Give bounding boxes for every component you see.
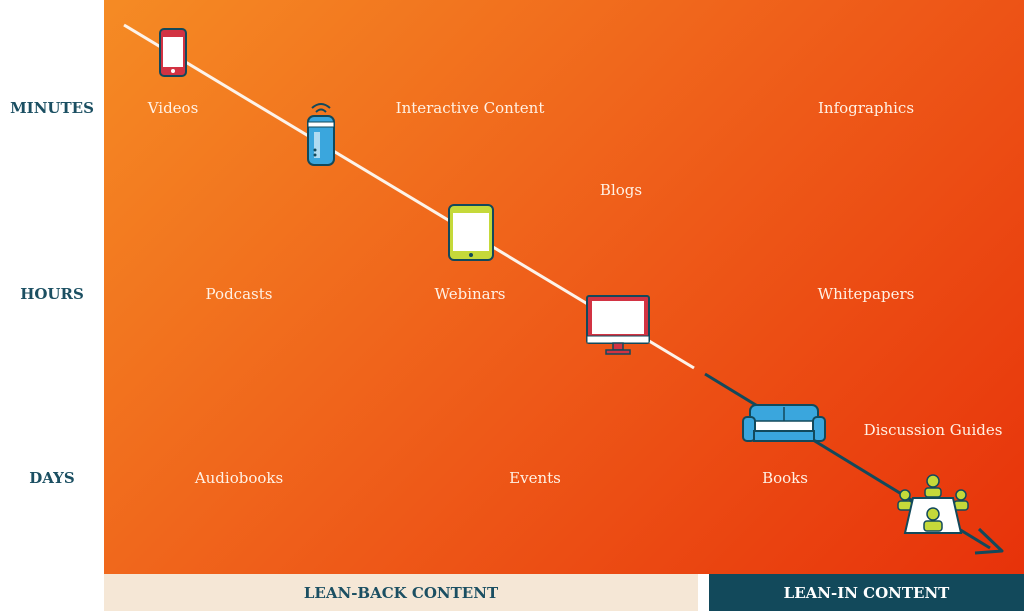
label-webinars: Webinars: [434, 285, 506, 303]
tablet-icon: [448, 204, 494, 261]
y-label-days: DAYS: [29, 469, 75, 487]
label-events: Events: [509, 469, 561, 487]
label-infographics: Infographics: [817, 99, 915, 117]
smartphone-icon: [159, 28, 187, 77]
trend-arrowhead: [974, 527, 1004, 555]
label-videos: Videos: [147, 99, 199, 117]
label-blogs: Blogs: [599, 181, 643, 199]
label-audiobooks: Audiobooks: [194, 469, 284, 487]
label-discussion-guides: Discussion Guides: [863, 421, 1003, 439]
chart-panel: [104, 0, 1024, 574]
label-podcasts: Podcasts: [205, 285, 273, 303]
trend-diagram: [123, 23, 1004, 555]
label-books: Books: [762, 469, 808, 487]
lean-back-content-bar: LEAN-BACK CONTENT: [104, 574, 698, 611]
y-label-minutes: MINUTES: [10, 99, 94, 117]
desktop-monitor-icon: [586, 295, 650, 355]
meeting-table-icon: [897, 474, 969, 534]
smart-speaker-icon: [307, 103, 335, 166]
lean-in-content-bar: LEAN-IN CONTENT: [709, 574, 1024, 611]
sofa-icon: [742, 404, 826, 442]
label-whitepapers: Whitepapers: [817, 285, 915, 303]
y-label-hours: HOURS: [20, 285, 84, 303]
label-interactive-content: Interactive Content: [395, 99, 545, 117]
